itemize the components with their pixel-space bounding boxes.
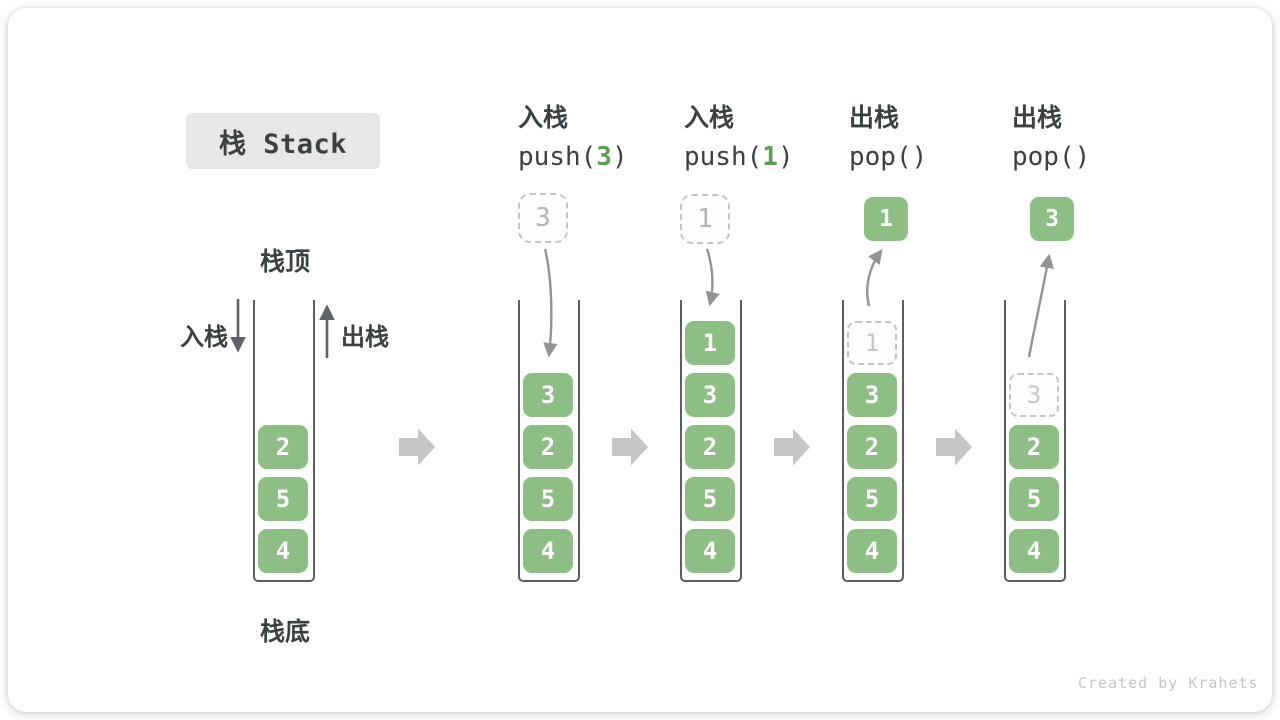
popped-value-box: 1 xyxy=(864,197,908,241)
stack-cell: 2 xyxy=(523,425,573,469)
op-zh: 出栈 xyxy=(1012,104,1063,132)
stack-cell: 4 xyxy=(258,529,308,573)
stack-container-after-pop-3: 3 2 5 4 xyxy=(1004,300,1066,582)
code-text: push( xyxy=(518,142,597,172)
title-badge: 栈 Stack xyxy=(186,113,380,169)
stack-cell: 4 xyxy=(1009,529,1059,573)
op-zh: 入栈 xyxy=(684,104,735,132)
code-arg: 1 xyxy=(762,142,778,172)
stack-cell-removed: 1 xyxy=(847,321,897,365)
op-label-pop-3: 出栈 pop() xyxy=(1012,103,1182,174)
stack-cell: 4 xyxy=(847,529,897,573)
watermark: Created by Krahets xyxy=(1078,674,1259,692)
op-label-push-3: 入栈 push(3) xyxy=(518,103,688,174)
stack-cell: 4 xyxy=(523,529,573,573)
incoming-value-box: 1 xyxy=(680,194,730,244)
stack-cell: 3 xyxy=(685,373,735,417)
stack-top-label: 栈顶 xyxy=(259,248,310,276)
stack-cell: 2 xyxy=(1009,425,1059,469)
code-text: ) xyxy=(611,142,628,172)
code-text: pop() xyxy=(1012,142,1091,172)
op-zh: 入栈 xyxy=(518,104,569,132)
op-code: pop() xyxy=(1012,140,1182,174)
stack-cell-removed: 3 xyxy=(1009,373,1059,417)
stack-bottom-label: 栈底 xyxy=(259,618,310,646)
stack-cell: 3 xyxy=(847,373,897,417)
code-text: pop() xyxy=(849,142,928,172)
op-label-pop-1: 出栈 pop() xyxy=(849,103,1019,174)
stack-cell: 2 xyxy=(258,425,308,469)
stack-cell: 2 xyxy=(685,425,735,469)
stack-container-after-pop-1: 1 3 2 5 4 xyxy=(842,300,904,582)
stack-container-after-push-3: 3 2 5 4 xyxy=(518,300,580,582)
op-code: push(1) xyxy=(684,140,854,174)
op-code: pop() xyxy=(849,140,1019,174)
push-side-label: 入栈 xyxy=(180,324,228,351)
stack-cell: 5 xyxy=(685,477,735,521)
op-label-push-1: 入栈 push(1) xyxy=(684,103,854,174)
stack-cell: 5 xyxy=(258,477,308,521)
code-text: ) xyxy=(777,142,794,172)
op-zh: 出栈 xyxy=(849,104,900,132)
incoming-value-box: 3 xyxy=(518,193,568,243)
stack-cell: 5 xyxy=(847,477,897,521)
code-arg: 3 xyxy=(596,142,612,172)
stack-cell: 5 xyxy=(523,477,573,521)
code-text: push( xyxy=(684,142,763,172)
stack-cell: 2 xyxy=(847,425,897,469)
stack-cell: 5 xyxy=(1009,477,1059,521)
stack-cell: 1 xyxy=(685,321,735,365)
pop-side-label: 出栈 xyxy=(341,324,389,351)
stack-container-initial: 2 5 4 xyxy=(253,300,315,582)
popped-value-box: 3 xyxy=(1030,197,1074,241)
stack-cell: 4 xyxy=(685,529,735,573)
op-code: push(3) xyxy=(518,140,688,174)
stack-container-after-push-1: 1 3 2 5 4 xyxy=(680,300,742,582)
stack-cell: 3 xyxy=(523,373,573,417)
